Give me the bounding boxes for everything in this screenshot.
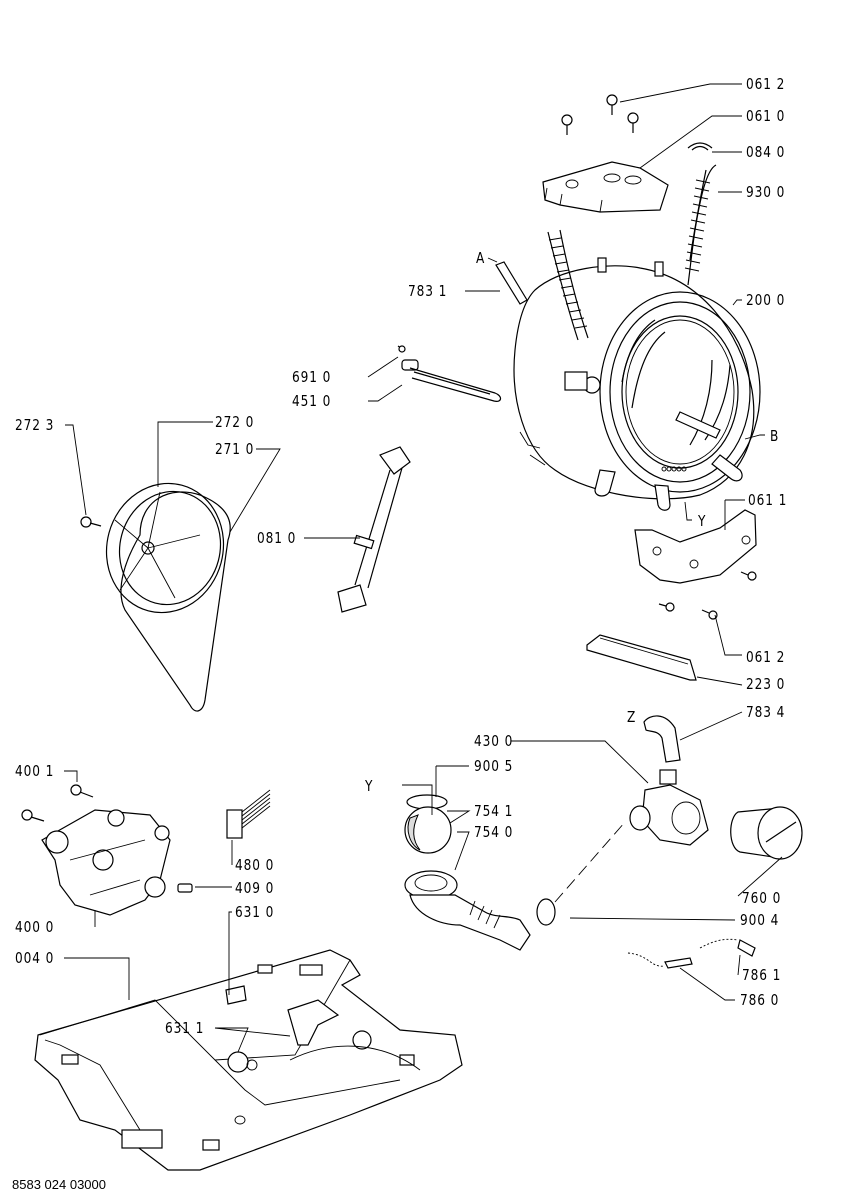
part-label-783-1: 783 1 [408,282,448,300]
part-label-786-1: 786 1 [742,966,782,984]
screw-icon [561,94,639,135]
reference-letter-y-left: Y [365,777,374,795]
counterweight-top-icon [542,161,669,213]
motor-screw-icon [21,784,94,822]
part-label-004-0: 004 0 [15,949,55,967]
part-label-061-2-top: 061 2 [746,75,786,93]
part-label-754-1: 754 1 [474,802,514,820]
part-label-400-0: 400 0 [15,918,55,936]
drain-pump-icon [629,769,709,846]
counterweight-lower-icon [634,509,757,584]
pressure-tube-icon [627,938,756,969]
part-label-786-0: 786 0 [740,991,780,1009]
part-label-081-0: 081 0 [257,529,297,547]
pulley-screw-icon [80,516,102,528]
part-label-272-3: 272 3 [15,416,55,434]
part-label-084-0: 084 0 [746,143,786,161]
part-label-400-1: 400 1 [15,762,55,780]
part-label-631-1: 631 1 [165,1019,205,1037]
reference-letter-y-top: Y [698,512,707,530]
pump-filter-icon [730,806,803,860]
drum-paddle-icon [586,634,697,681]
document-code: 8583 024 03000 [12,1177,106,1192]
leader-lines [64,83,783,1053]
heating-element-icon [397,345,502,402]
spring-clip-icon [687,142,713,151]
part-label-200-0: 200 0 [746,291,786,309]
sump-hose-icon [404,870,531,951]
part-label-223-0: 223 0 [746,675,786,693]
part-label-451-0: 451 0 [292,392,332,410]
carbon-brush-icon [177,883,193,893]
part-label-783-4: 783 4 [746,703,786,721]
drum-pulley-icon [105,482,225,614]
part-label-409-0: 409 0 [235,879,275,897]
part-label-061-0: 061 0 [746,107,786,125]
wiring-connector-icon [226,789,271,839]
reference-letter-a: A [476,249,486,267]
hose-pin-icon [495,261,528,305]
part-label-900-4: 900 4 [740,911,780,929]
ball-icon [404,806,452,854]
part-label-900-5: 900 5 [474,757,514,775]
part-label-272-0: 272 0 [215,413,255,431]
part-label-691-0: 691 0 [292,368,332,386]
spring-right-icon [684,164,717,286]
part-label-754-0: 754 0 [474,823,514,841]
motor-icon [41,809,171,916]
part-label-930-0: 930 0 [746,183,786,201]
part-label-631-0: 631 0 [235,903,275,921]
part-label-271-0: 271 0 [215,440,255,458]
base-plate-icon [34,949,463,1171]
part-label-061-1: 061 1 [748,491,788,509]
part-label-760-0: 760 0 [742,889,782,907]
part-label-061-2-bottom: 061 2 [746,648,786,666]
screw-lower-icon [658,571,757,620]
hose-z-icon [643,715,681,763]
part-label-430-0: 430 0 [474,732,514,750]
tub-assembly-icon [513,257,761,511]
spring-left-icon [547,229,589,341]
drive-belt-icon [120,491,231,712]
part-label-480-0: 480 0 [235,856,275,874]
reference-letter-b: B [770,427,780,445]
shock-absorber-icon [337,446,411,613]
reference-letter-z: Z [627,708,637,726]
